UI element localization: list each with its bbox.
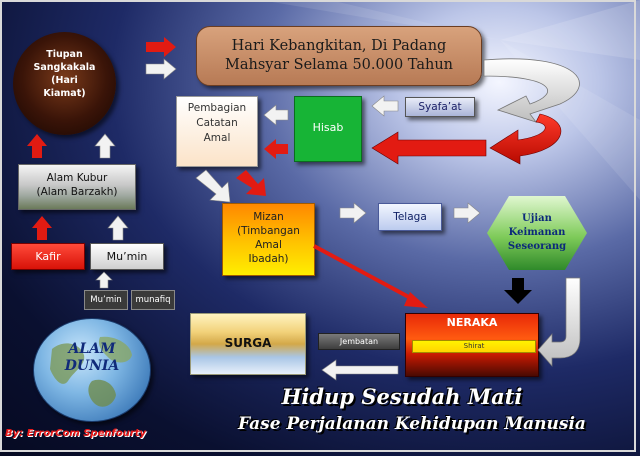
syafaat-label: Syafa’at — [418, 101, 462, 113]
arrow-red-to-title — [146, 37, 176, 57]
footer-subtitle: Fase Perjalanan Kehidupan Manusia — [238, 414, 586, 434]
telaga-box: Telaga — [378, 203, 442, 231]
small-munafiq-label: munafiq — [135, 295, 171, 305]
pembagian-line3: Amal — [203, 132, 231, 144]
arrow-pembagian-white-to-mizan — [195, 169, 231, 203]
kafir-box: Kafir — [11, 243, 85, 270]
alam-kubur-box: Alam Kubur (Alam Barzakh) — [18, 164, 136, 210]
neraka-box: NERAKA Shirat — [405, 313, 539, 377]
arrow-kafir-up — [32, 216, 52, 240]
shirat-bar: Shirat — [412, 340, 536, 353]
neraka-label: NERAKA — [446, 316, 498, 329]
tiupan-sangkakala-circle: Tiupan Sangkakala (Hari Kiamat) — [13, 32, 116, 135]
arrow-mizan-to-neraka-head — [404, 292, 428, 308]
arrow-jembatan-white-left — [321, 359, 399, 381]
arrow-mizan-to-telaga — [339, 202, 367, 224]
alam-kubur-line2: (Alam Barzakh) — [36, 186, 118, 198]
mizan-box: Mizan (Timbangan Amal Ibadah) — [222, 203, 315, 276]
hari-kebangkitan-box: Hari Kebangkitan, Di Padang Mahsyar Sela… — [196, 26, 482, 86]
alam-dunia-line2: DUNIA — [64, 358, 120, 374]
alam-kubur-line1: Alam Kubur — [46, 172, 108, 184]
jembatan-label: Jembatan — [339, 337, 379, 346]
kafir-label: Kafir — [35, 250, 61, 263]
footer-title: Hidup Sesudah Mati — [281, 384, 523, 409]
small-mumin-box: Mu’min — [84, 290, 128, 310]
surga-label: SURGA — [224, 336, 272, 350]
syafaat-box: Syafa’at — [405, 97, 475, 117]
pembagian-line2: Catatan — [196, 117, 238, 129]
pembagian-catatan-amal-box: Pembagian Catatan Amal — [176, 96, 258, 167]
alam-dunia-label: ALAM DUNIA — [34, 341, 150, 375]
arrow-white-up-to-circle — [94, 133, 116, 159]
arrow-small-up — [95, 271, 113, 289]
hisab-box: Hisab — [294, 96, 362, 162]
tiupan-line2: Sangkakala — [33, 62, 96, 73]
ujian-line3: Seseorang — [507, 241, 567, 252]
small-munafiq-box: munafiq — [131, 290, 175, 310]
telaga-label: Telaga — [393, 211, 427, 223]
arrow-red-up-to-circle — [27, 134, 47, 158]
arrow-mumin-up — [107, 215, 129, 241]
globe-continents — [50, 336, 132, 407]
arrow-red-to-hisab — [371, 131, 487, 165]
ujian-line2: Keimanan — [508, 227, 566, 238]
mizan-line1: Mizan — [253, 211, 284, 223]
title-line2: Mahsyar Selama 50.000 Tahun — [225, 57, 453, 73]
swirl-white-arrow — [483, 58, 580, 123]
mumin-label: Mu’min — [106, 250, 148, 263]
mumin-box: Mu’min — [90, 243, 164, 270]
surga-box: SURGA — [190, 313, 306, 375]
arrow-pembagian-red-to-mizan — [236, 170, 266, 196]
ujian-line1: Ujian — [522, 213, 552, 224]
hisab-label: Hisab — [312, 121, 344, 134]
arrow-syafaat-to-hisab — [371, 95, 399, 117]
arrow-red-to-pembagian — [264, 139, 288, 159]
tiupan-line1: Tiupan — [46, 49, 83, 60]
arrow-white-curve-to-neraka — [537, 277, 581, 367]
author-credit: By: ErrorCom Spenfourty — [5, 428, 147, 439]
small-mumin-label: Mu’min — [90, 295, 122, 305]
alam-dunia-globe: ALAM DUNIA — [33, 318, 151, 422]
mizan-line2: (Timbangan Amal — [237, 225, 300, 251]
arrow-mizan-to-neraka-line — [313, 244, 419, 304]
swirl-red-arrow — [489, 113, 562, 165]
tiupan-line3: (Hari — [51, 75, 78, 86]
alam-dunia-line1: ALAM — [68, 341, 116, 357]
ujian-keimanan-hexagon: Ujian Keimanan Seseorang — [487, 196, 587, 270]
mizan-line3: Ibadah) — [248, 253, 289, 265]
jembatan-box: Jembatan — [318, 333, 400, 350]
pembagian-line1: Pembagian — [187, 102, 247, 114]
arrow-hisab-to-pembagian — [263, 104, 289, 126]
arrow-telaga-to-ujian — [453, 202, 481, 224]
arrow-white-to-title — [145, 58, 177, 80]
tiupan-line4: Kiamat) — [43, 88, 86, 99]
title-line1: Hari Kebangkitan, Di Padang — [231, 38, 447, 54]
arrow-ujian-to-neraka — [504, 278, 532, 304]
